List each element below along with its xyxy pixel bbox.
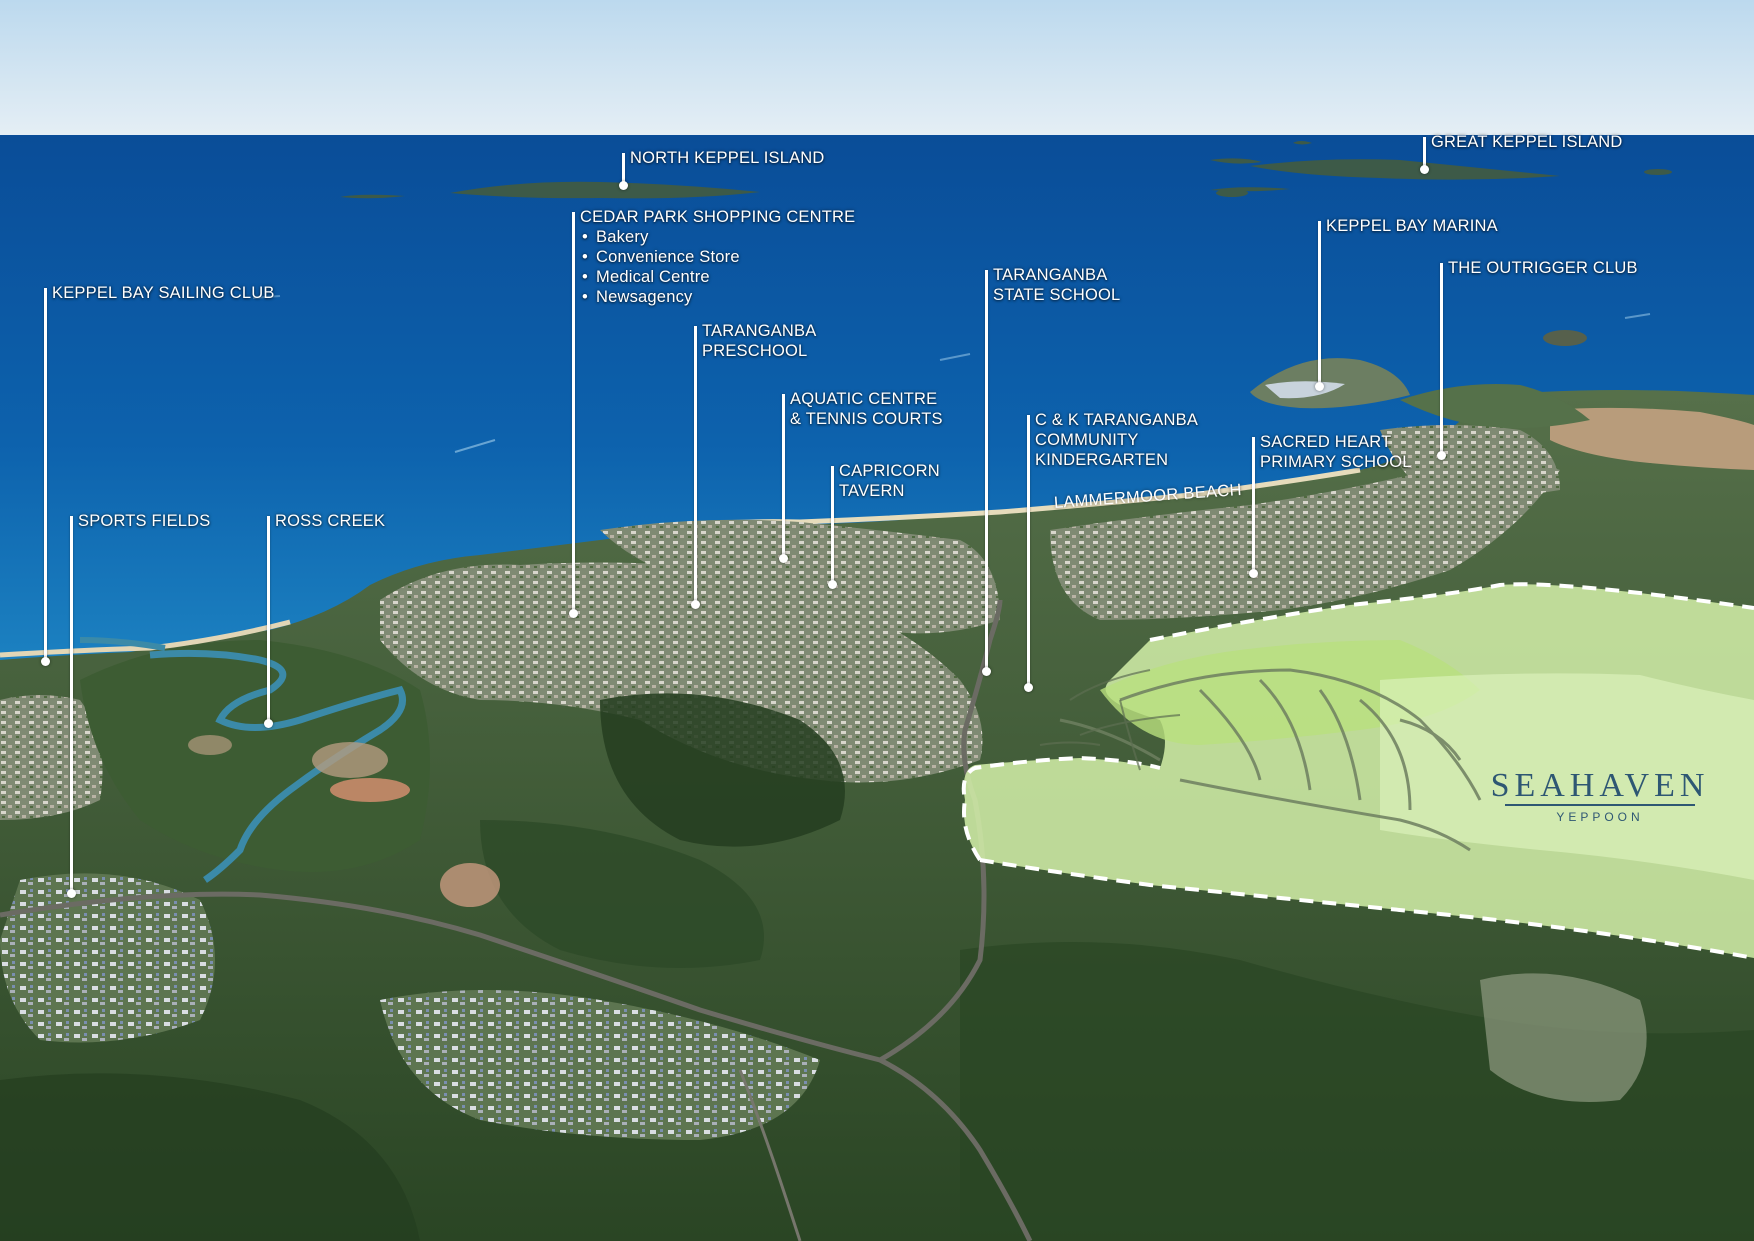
poi-marker <box>1420 165 1429 174</box>
poi-label-line: TARANGANBA <box>993 266 1108 284</box>
poi-leader-line <box>622 153 625 184</box>
poi-label: CEDAR PARK SHOPPING CENTRE <box>580 208 856 226</box>
poi-marker <box>1249 569 1258 578</box>
poi-leader-line <box>831 466 834 584</box>
poi-label: ROSS CREEK <box>275 512 386 530</box>
amenity-item: Newsagency <box>580 287 855 307</box>
poi-leader-line <box>572 212 575 613</box>
poi-marker <box>619 181 628 190</box>
poi-label-line: AQUATIC CENTRE <box>790 390 938 408</box>
poi-leader-line <box>70 516 73 893</box>
brand-name: SEAHAVEN <box>1490 767 1710 804</box>
poi-label-line: PRIMARY SCHOOL <box>1260 453 1412 471</box>
poi-label-line: COMMUNITY <box>1035 431 1139 449</box>
poi-label-line: & TENNIS COURTS <box>790 410 943 428</box>
poi-label-line: KINDERGARTEN <box>1035 451 1169 469</box>
poi-marker <box>779 554 788 563</box>
poi-marker <box>1315 382 1324 391</box>
poi-marker <box>691 600 700 609</box>
poi-leader-line <box>1318 221 1321 386</box>
poi-label: THE OUTRIGGER CLUB <box>1448 259 1638 277</box>
poi-leader-line <box>782 394 785 558</box>
poi-label-line: SACRED HEART <box>1260 433 1392 451</box>
poi-marker <box>1437 451 1446 460</box>
poi-leader-line <box>267 516 270 723</box>
amenity-item: Convenience Store <box>580 247 855 267</box>
amenity-item: Bakery <box>580 227 855 247</box>
amenity-item: Medical Centre <box>580 267 855 287</box>
poi-marker <box>1024 683 1033 692</box>
amenities-list: Bakery Convenience Store Medical Centre … <box>580 227 855 307</box>
poi-marker <box>828 580 837 589</box>
poi-leader-line <box>1027 415 1030 687</box>
poi-leader-line <box>1440 263 1443 455</box>
poi-leader-line <box>1423 137 1426 168</box>
poi-label-line: C & K TARANGANBA <box>1035 411 1199 429</box>
poi-label: SPORTS FIELDS <box>78 512 211 530</box>
poi-label: KEPPEL BAY SAILING CLUB <box>52 284 275 302</box>
poi-leader-line <box>1252 437 1255 573</box>
poi-leader-line <box>44 288 47 661</box>
poi-leader-line <box>985 270 988 671</box>
poi-marker <box>67 889 76 898</box>
poi-label-line: TAVERN <box>839 482 905 500</box>
brand-subtitle: YEPPOON <box>1556 810 1644 824</box>
poi-label-line: PRESCHOOL <box>702 342 808 360</box>
poi-label: NORTH KEPPEL ISLAND <box>630 149 825 167</box>
poi-label-line: CAPRICORN <box>839 462 940 480</box>
poi-marker <box>264 719 273 728</box>
seahaven-logo: SEAHAVEN YEPPOON <box>1485 767 1715 825</box>
poi-label-line: TARANGANBA <box>702 322 817 340</box>
poi-marker <box>982 667 991 676</box>
poi-label: KEPPEL BAY MARINA <box>1326 217 1498 235</box>
poi-label: GREAT KEPPEL ISLAND <box>1431 133 1623 151</box>
poi-marker <box>41 657 50 666</box>
poi-label-line: STATE SCHOOL <box>993 286 1121 304</box>
poi-leader-line <box>694 326 697 604</box>
brand-divider <box>1505 804 1695 806</box>
poi-marker <box>569 609 578 618</box>
